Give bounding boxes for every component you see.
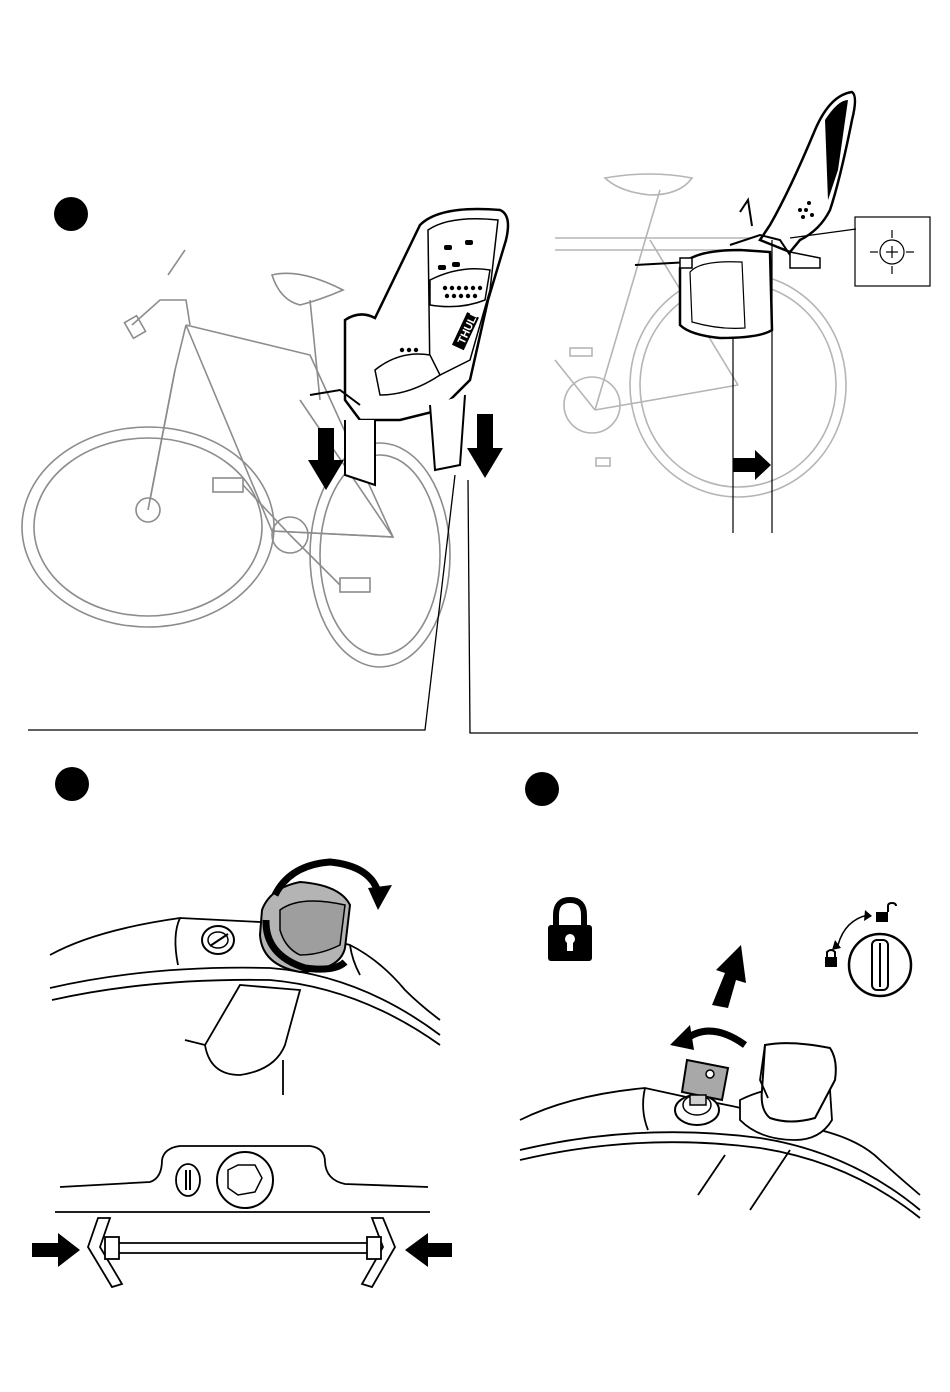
callout-lines <box>28 475 918 733</box>
tightening-knob <box>260 882 350 972</box>
up-arrow-icon <box>712 945 746 1008</box>
down-arrow-icon <box>308 414 503 490</box>
small-lock-cylinder-icon <box>202 926 234 954</box>
mount-bracket-top <box>50 918 440 1095</box>
crosshair-icon <box>855 217 930 286</box>
padlock-icon <box>548 900 592 961</box>
bottom-lock-icons <box>176 1152 273 1208</box>
child-seat-right <box>635 92 855 338</box>
key-in-lock <box>675 1060 728 1125</box>
right-arrow-icon <box>733 450 771 480</box>
rotate-arrowhead <box>368 885 392 910</box>
lock-cylinder-icon <box>825 903 911 996</box>
key-turn-arrow-icon <box>670 1025 745 1050</box>
